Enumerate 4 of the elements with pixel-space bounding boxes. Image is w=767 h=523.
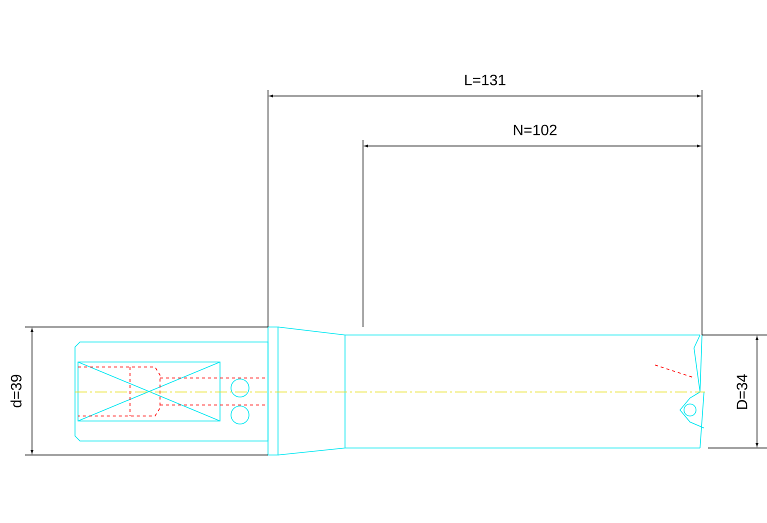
dimension-label: D=34 bbox=[736, 374, 748, 409]
dimension-label: L=131 bbox=[465, 74, 506, 86]
dimension-label: N=102 bbox=[514, 124, 557, 136]
dimension-label: d=39 bbox=[10, 374, 22, 408]
